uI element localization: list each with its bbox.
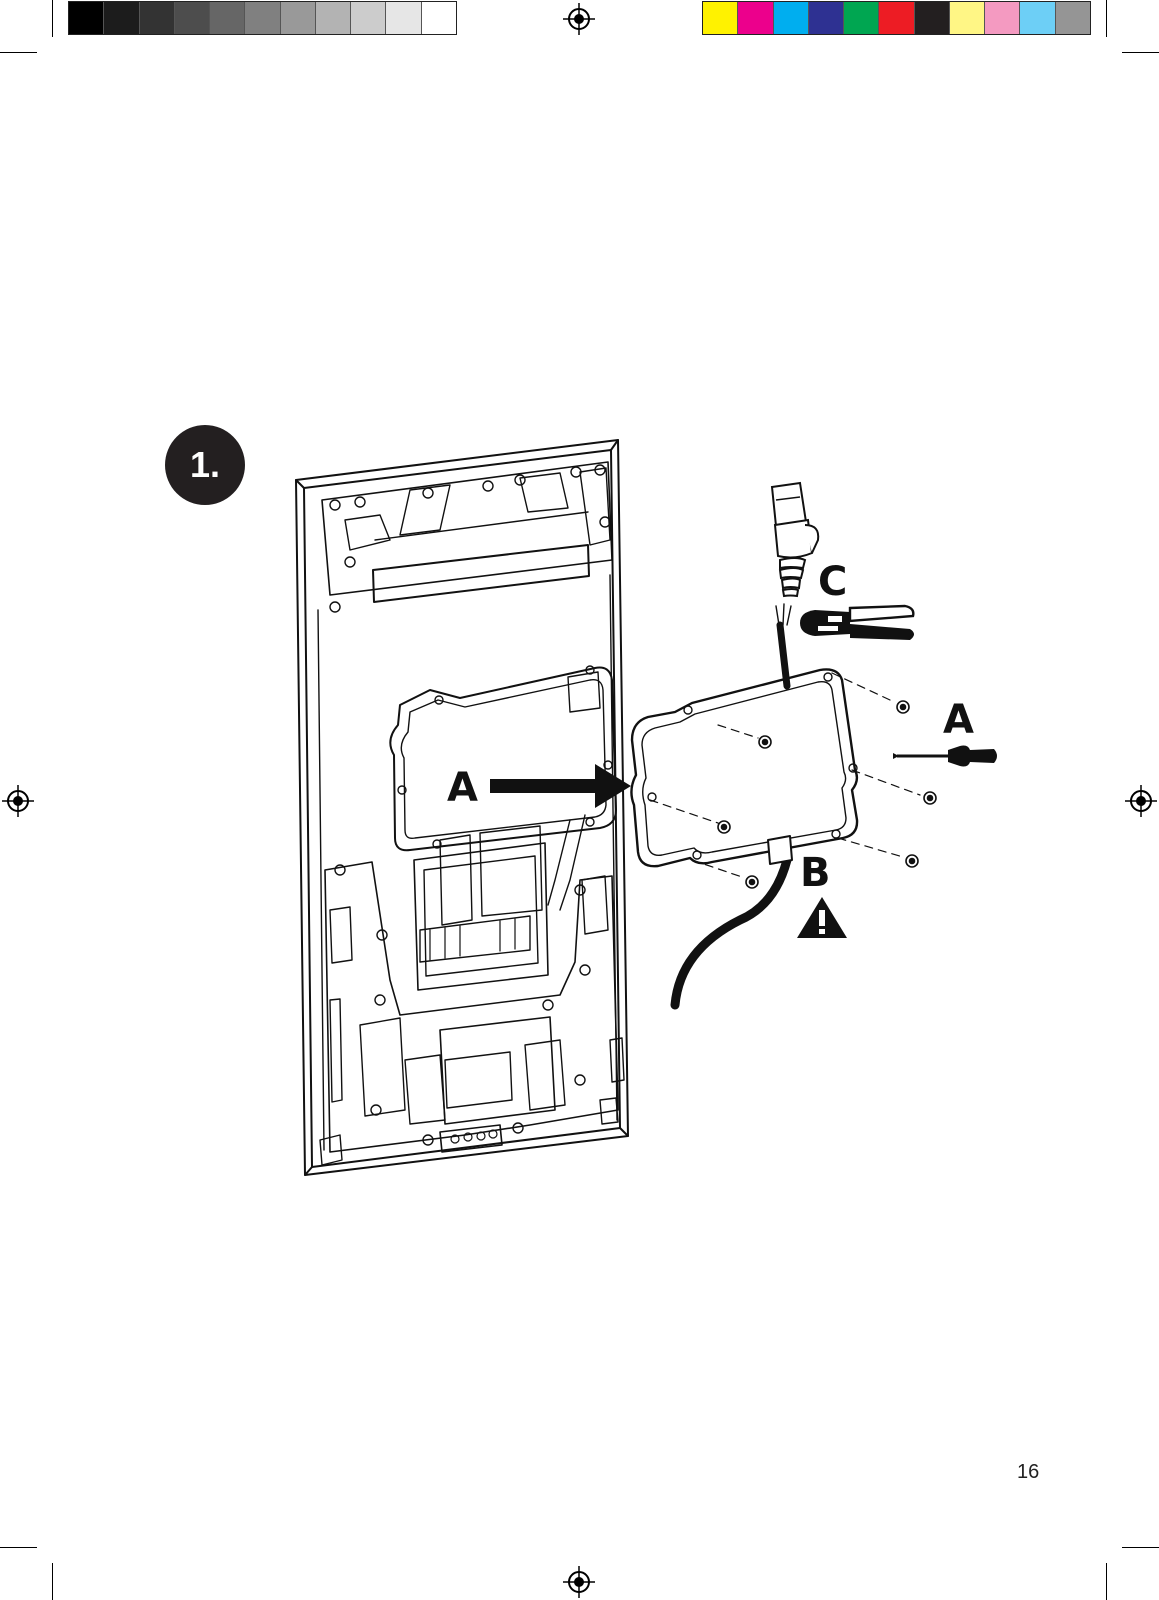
page-number: 16 (1017, 1461, 1039, 1484)
callout-a-arrow: A (447, 768, 478, 808)
screwdriver-icon (893, 746, 997, 767)
gasket-plate (631, 669, 857, 866)
crimp-tool-icon (800, 606, 914, 640)
callout-c-crimp: C (818, 562, 847, 602)
rj45-connector-icon (772, 483, 818, 596)
network-cable (780, 625, 787, 686)
power-cable (675, 860, 787, 1005)
callout-a-screwdriver: A (943, 700, 974, 740)
callout-b-cable: B (800, 853, 831, 893)
warning-icon (797, 897, 847, 938)
